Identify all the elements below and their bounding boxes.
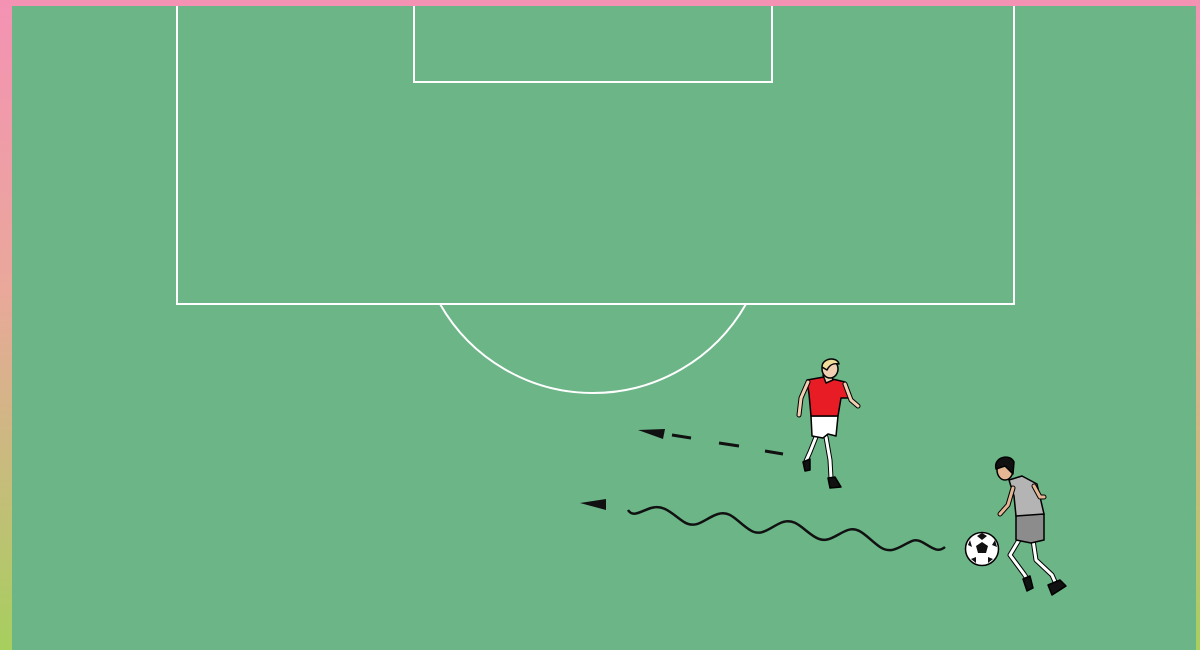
wavy-dribble-arrow [580, 499, 945, 550]
soccer-pitch [12, 6, 1196, 650]
drill-diagram [12, 6, 1196, 650]
penalty-arc [440, 304, 746, 393]
dashed-run-arrow [638, 429, 783, 454]
arrow-head [638, 429, 665, 439]
defender-player-red [799, 359, 858, 488]
goal-area [414, 6, 772, 82]
attacker-player-grey [996, 457, 1066, 595]
penalty-box [177, 6, 1014, 304]
soccer-ball-icon [966, 533, 999, 566]
arrow-head [580, 499, 606, 510]
